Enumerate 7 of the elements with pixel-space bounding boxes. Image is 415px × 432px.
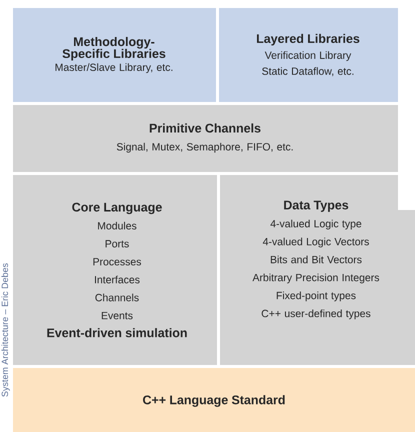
layer-box: Core Language Modules Ports Processes Interfaces Channels Events Event-driven simulation	[13, 175, 217, 365]
layer-box: C++ Language Standard	[13, 368, 415, 432]
layer-box: Layered Libraries Verification Library Static Dataflow, etc.	[219, 8, 398, 102]
layer-box: Methodology-Specific Libraries Master/Slave Library, etc.	[13, 8, 216, 102]
layer-box: Data Types 4-valued Logic type 4-valued Logic Vectors Bits and Bit Vectors Arbitrary Precision Integers Fixed-point types C++ user-defined types	[220, 175, 415, 365]
layer-box: Primitive Channels Signal, Mutex, Semaphore, FIFO, etc.	[13, 105, 398, 172]
credit-text: System Architecture – Eric Debes	[1, 263, 10, 397]
